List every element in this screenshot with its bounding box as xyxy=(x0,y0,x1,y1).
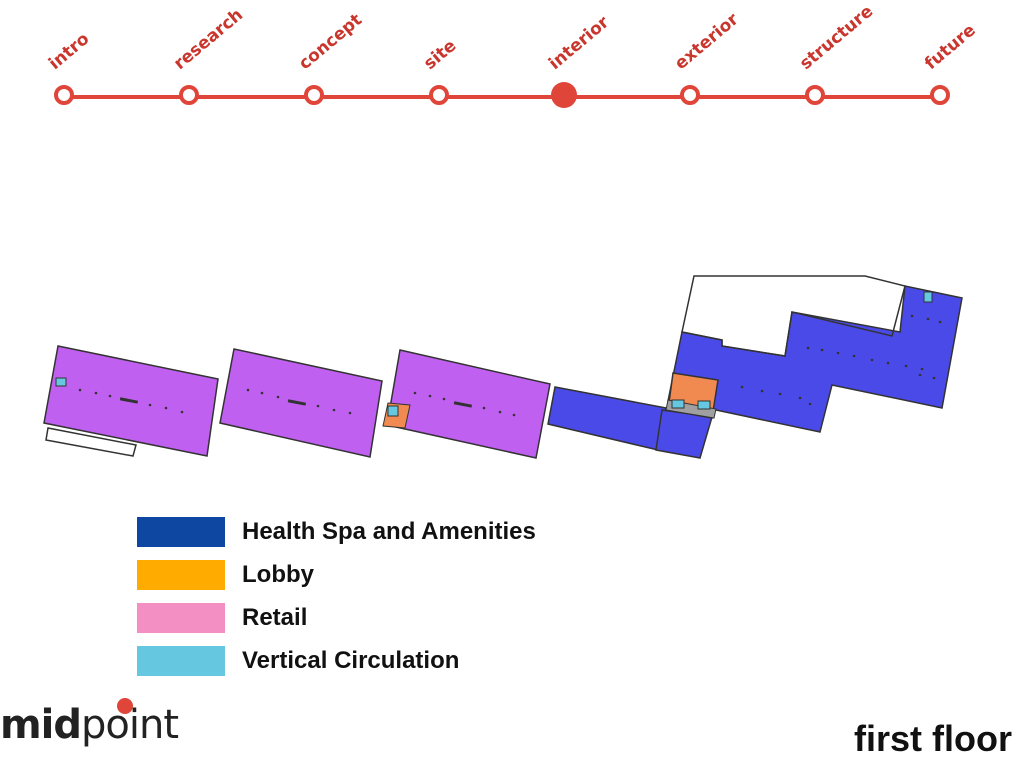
vertical-circulation-lobby-1 xyxy=(671,399,685,409)
legend-row: Retail xyxy=(137,596,536,639)
timeline-node-research[interactable] xyxy=(179,85,199,105)
vertical-circulation-small xyxy=(387,405,399,417)
timeline-node-interior[interactable] xyxy=(551,82,577,108)
legend-swatch xyxy=(137,645,225,676)
vertical-circulation-lobby-2 xyxy=(697,400,711,410)
timeline-label-interior[interactable]: interior xyxy=(545,12,614,74)
legend-row: Health Spa and Amenities xyxy=(137,510,536,553)
vertical-circulation-block-1 xyxy=(55,377,67,387)
section-navigation-timeline: intro research concept site interior exterior… xyxy=(0,0,1024,130)
legend-swatch xyxy=(137,559,225,590)
legend-label: Retail xyxy=(242,603,308,631)
timeline-line xyxy=(64,95,942,99)
legend-swatch xyxy=(137,602,225,633)
logo-mid-text: mid xyxy=(0,702,82,748)
timeline-label-concept[interactable]: concept xyxy=(295,9,367,75)
timeline-label-intro[interactable]: intro xyxy=(45,29,94,74)
timeline-label-research[interactable]: research xyxy=(170,4,248,74)
page-title: first floor xyxy=(854,718,1012,759)
timeline-node-concept[interactable] xyxy=(304,85,324,105)
timeline-label-future[interactable]: future xyxy=(921,20,980,74)
legend-swatch xyxy=(137,516,225,547)
structural-grid-dots xyxy=(78,314,942,417)
timeline-node-site[interactable] xyxy=(429,85,449,105)
first-floor-plan xyxy=(43,275,963,459)
spa-block-connector xyxy=(547,386,667,451)
midpoint-logo: midpoint xyxy=(0,698,179,748)
timeline-node-exterior[interactable] xyxy=(680,85,700,105)
legend-row: Lobby xyxy=(137,553,536,596)
legend-label: Vertical Circulation xyxy=(242,646,460,674)
retail-block-3 xyxy=(386,349,551,459)
timeline-label-site[interactable]: site xyxy=(420,35,461,74)
timeline-node-structure[interactable] xyxy=(805,85,825,105)
timeline-label-exterior[interactable]: exterior xyxy=(671,9,743,74)
legend-row: Vertical Circulation xyxy=(137,639,536,682)
plan-outline-left xyxy=(45,427,137,457)
timeline-node-future[interactable] xyxy=(930,85,950,105)
timeline-label-structure[interactable]: structure xyxy=(796,1,878,75)
plan-outline-north xyxy=(681,275,906,357)
legend-label: Health Spa and Amenities xyxy=(242,517,536,545)
logo-dot xyxy=(117,698,133,714)
timeline-node-intro[interactable] xyxy=(54,85,74,105)
vertical-circulation-spa xyxy=(923,291,933,303)
legend-label: Lobby xyxy=(242,560,314,588)
